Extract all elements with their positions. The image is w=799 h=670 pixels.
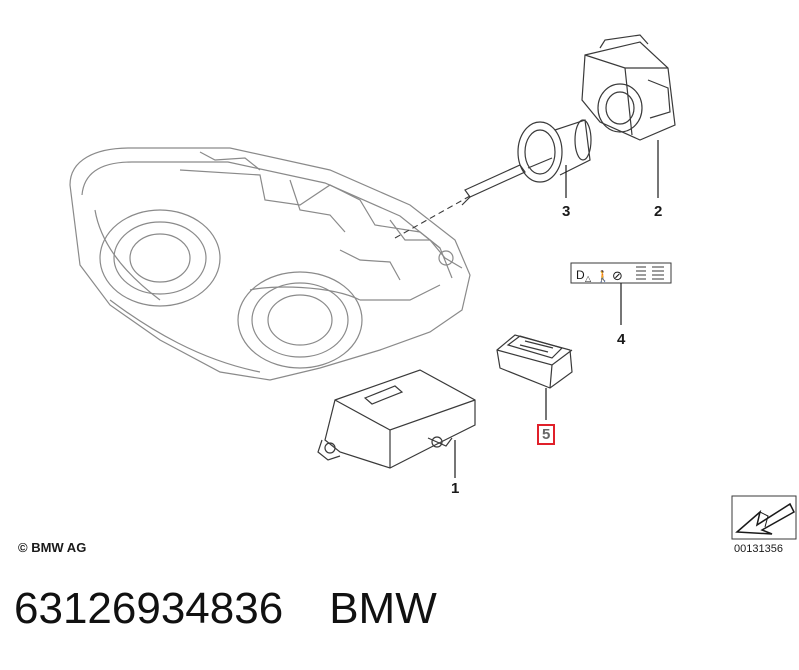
small-ballast <box>496 334 573 389</box>
copyright-notice: © BMW AG <box>18 540 87 555</box>
control-unit <box>317 369 476 469</box>
ignitor-module <box>581 34 676 141</box>
headlight-assembly <box>69 147 471 381</box>
label-symbol-person: 🚶 <box>596 270 610 283</box>
part-number: 63126934836 <box>14 584 284 633</box>
warning-label: D △ 🚶 ⊘ <box>570 262 672 284</box>
guide-line <box>394 195 471 239</box>
xenon-bulb <box>461 119 592 206</box>
callout-part-5: 5 <box>537 424 556 445</box>
callout-part-4: 4 <box>617 331 626 348</box>
label-symbol-no: ⊘ <box>612 269 623 284</box>
label-symbol-delta: △ <box>585 274 592 283</box>
arrow-reference-icon <box>731 495 797 540</box>
label-symbol-d: D <box>576 268 585 282</box>
callout-part-3: 3 <box>562 203 571 220</box>
diagram-code: 00131356 <box>734 543 783 555</box>
callout-part-1: 1 <box>451 480 460 497</box>
leader-lines <box>454 140 659 478</box>
footer-caption: 63126934836 BMW <box>14 584 437 634</box>
callout-part-2: 2 <box>654 203 663 220</box>
brand-name: BMW <box>329 584 437 633</box>
